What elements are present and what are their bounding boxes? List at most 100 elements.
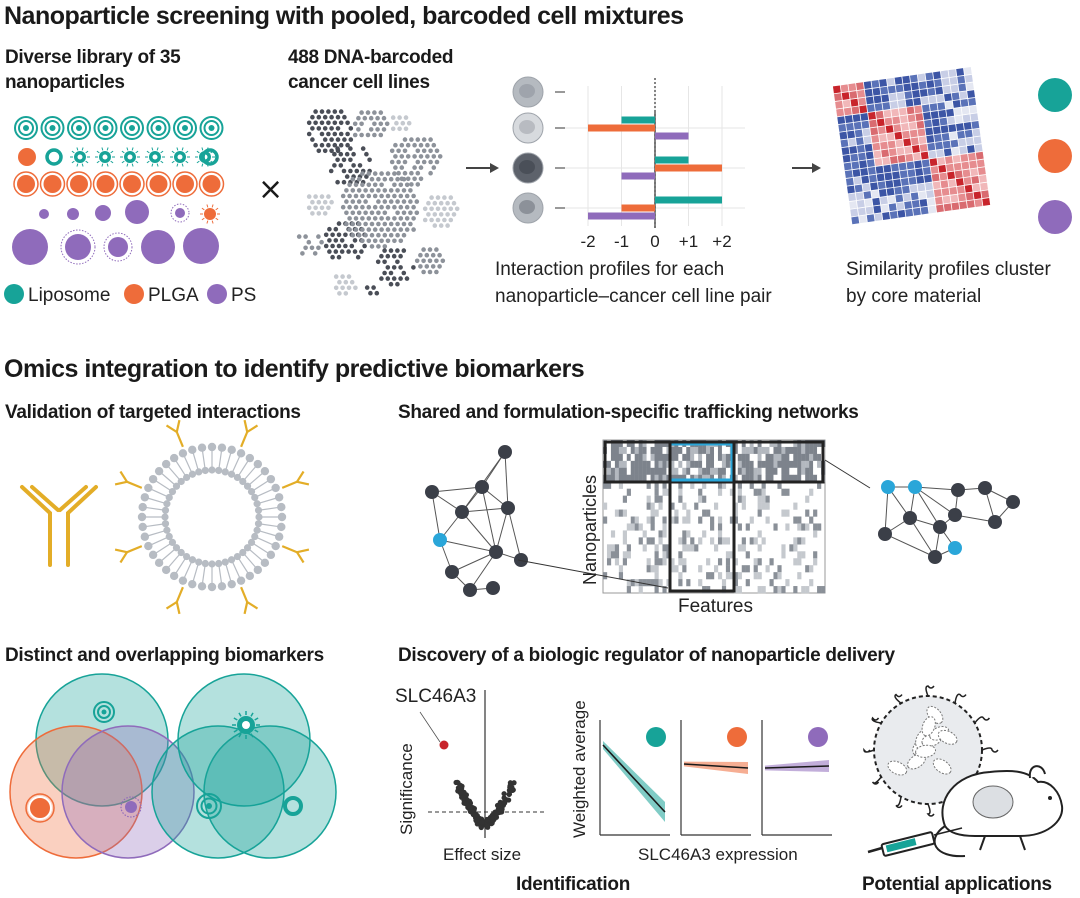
heatmap-cell — [622, 495, 627, 503]
similarity-cell — [920, 96, 929, 105]
heatmap-cell — [654, 558, 659, 566]
similarity-cell — [948, 179, 957, 188]
lipid-head — [138, 502, 147, 512]
heatmap-cell — [618, 467, 624, 475]
heatmap-cell — [729, 572, 735, 580]
heatmap-cell — [721, 537, 727, 545]
similarity-cell — [871, 190, 880, 198]
heatmap-cell — [670, 453, 675, 462]
similarity-cell — [894, 186, 903, 195]
similarity-cell — [913, 97, 922, 106]
ligand — [175, 431, 184, 448]
heatmap-cell — [658, 467, 663, 475]
heatmap-cell — [745, 551, 750, 559]
heatmap-cell — [618, 460, 624, 469]
legend-ps-label: PS — [231, 285, 256, 306]
heatmap-cell — [789, 440, 794, 448]
similarity-cell — [853, 121, 862, 130]
heatmap-cell — [618, 446, 624, 455]
heatmap-cell — [757, 446, 762, 455]
liposome-particle — [146, 116, 171, 140]
similarity-cell — [930, 165, 939, 174]
heatmap-cell — [725, 551, 731, 559]
similarity-cell — [870, 182, 878, 191]
heatmap-cell — [678, 460, 683, 469]
heatmap-cell — [670, 446, 675, 455]
heatmap-cell — [654, 474, 659, 482]
similarity-cell — [860, 113, 869, 121]
heatmap-cell — [789, 467, 794, 475]
similarity-cell — [885, 180, 894, 189]
lipid-head — [207, 442, 217, 452]
network-edge — [914, 486, 959, 491]
heatmap-cell — [801, 586, 806, 594]
similarity-cell — [901, 123, 909, 131]
similarity-cell — [934, 134, 942, 142]
heatmap-cell — [662, 530, 667, 538]
networks-heading: Shared and formulation-specific traffick… — [398, 402, 859, 423]
similarity-cell — [863, 191, 872, 199]
similarity-cell — [973, 191, 982, 200]
lipid-head — [144, 541, 153, 551]
similarity-cell — [836, 108, 845, 117]
heatmap-cell — [793, 467, 798, 475]
similarity-cell — [953, 107, 962, 116]
heatmap-cell — [745, 460, 750, 469]
network-edge — [914, 486, 941, 528]
lipid-head — [178, 576, 188, 585]
heatmap-cell — [646, 460, 651, 469]
heatmap-cell — [654, 572, 659, 580]
heatmap-cell — [777, 481, 782, 489]
similarity-cell — [857, 207, 866, 216]
similarity-cell — [933, 71, 941, 80]
similarity-cell — [847, 185, 855, 194]
heatmap-cell — [737, 460, 742, 469]
similarity-cell — [884, 117, 893, 126]
network-edge — [431, 486, 483, 493]
surface-ligand — [871, 716, 882, 724]
similarity-cell — [896, 92, 905, 101]
heatmap-cell — [793, 537, 798, 545]
heatmap-cell — [603, 481, 608, 489]
heatmap-cell — [670, 460, 675, 469]
similarity-cell — [926, 190, 935, 199]
heatmap-cell — [813, 530, 818, 538]
heatmap-cell — [626, 488, 631, 496]
heatmap-cell — [809, 453, 814, 462]
nanoparticle-library — [12, 116, 225, 265]
heatmap-cell — [662, 516, 667, 524]
panel-material-dot — [727, 727, 747, 747]
heatmap-cell — [717, 537, 723, 545]
heatmap-cell — [753, 453, 758, 462]
heatmap-cell — [686, 460, 691, 469]
similarity-cell — [925, 127, 934, 136]
similarity-cell — [941, 187, 950, 196]
similarity-cell — [928, 150, 937, 159]
syringe-icon — [867, 827, 963, 857]
heatmap-cell — [809, 579, 814, 587]
heatmap-cell — [678, 551, 683, 559]
similarity-cell — [950, 194, 959, 203]
similarity-cell — [891, 163, 899, 172]
heatmap-cell — [702, 530, 707, 538]
heatmap-cell — [757, 474, 762, 482]
heatmap-cell — [805, 474, 810, 482]
heatmap-cell — [614, 467, 620, 475]
heatmap-cell — [714, 453, 719, 462]
similarity-cell — [864, 198, 873, 207]
similarity-cell — [945, 101, 953, 109]
ps-particle — [125, 200, 149, 224]
similarity-cell — [909, 74, 918, 83]
similarity-cell — [974, 199, 983, 207]
heatmap-cell — [729, 516, 735, 524]
ps-particle — [175, 208, 185, 218]
similarity-cell — [907, 169, 916, 178]
similarity-cell — [900, 178, 909, 186]
panel-xlabel: SLC46A3 expression — [638, 845, 798, 864]
cluster-ps-dot — [1038, 200, 1072, 234]
heatmap-cell — [642, 446, 647, 455]
similarity-cell — [844, 170, 853, 179]
heatmap-cell — [725, 467, 731, 475]
heatmap-cell — [757, 530, 762, 538]
similarity-cell — [917, 183, 926, 192]
